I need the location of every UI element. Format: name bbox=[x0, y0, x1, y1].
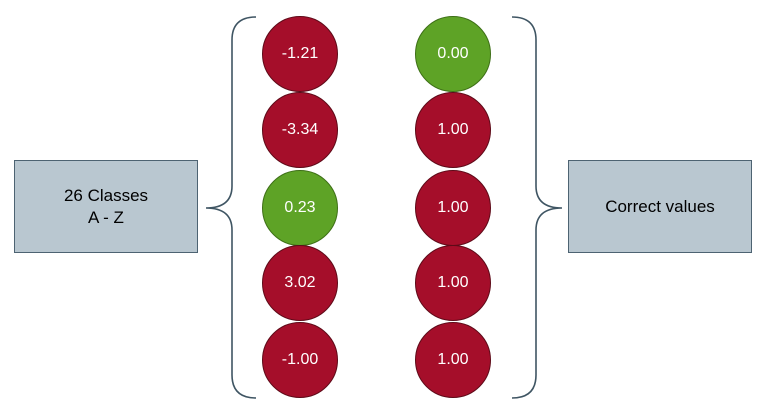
correct-value-label: 1.00 bbox=[437, 199, 469, 216]
predicted-value-circle: -1.21 bbox=[262, 16, 338, 92]
correct-value-circle: 1.00 bbox=[415, 322, 491, 398]
correct-value-circle: 1.00 bbox=[415, 245, 491, 321]
correct-value-label: 1.00 bbox=[437, 351, 469, 368]
predicted-value-circle: -1.00 bbox=[262, 322, 338, 398]
predicted-value-circle: 0.23 bbox=[262, 170, 338, 246]
classes-range-label: A - Z bbox=[88, 207, 124, 227]
predicted-value-circle: 3.02 bbox=[262, 245, 338, 321]
classes-count-label: 26 Classes bbox=[63, 185, 149, 205]
correct-value-circle: 1.00 bbox=[415, 92, 491, 168]
correct-value-circle: 0.00 bbox=[415, 16, 491, 92]
correct-value-label: 1.00 bbox=[437, 121, 469, 138]
predicted-value-label: 3.02 bbox=[284, 274, 316, 291]
predicted-value-label: 0.23 bbox=[284, 199, 316, 216]
predicted-value-label: -1.00 bbox=[281, 351, 319, 368]
classes-box: 26 Classes A - Z bbox=[14, 160, 198, 253]
correct-value-label: 0.00 bbox=[437, 45, 469, 62]
predicted-value-label: -3.34 bbox=[281, 121, 319, 138]
correct-value-circle: 1.00 bbox=[415, 170, 491, 246]
correct-values-label: Correct values bbox=[605, 196, 715, 216]
predicted-value-label: -1.21 bbox=[281, 45, 319, 62]
right-brace bbox=[511, 16, 563, 399]
predicted-value-circle: -3.34 bbox=[262, 92, 338, 168]
correct-values-box: Correct values bbox=[568, 160, 752, 253]
correct-value-label: 1.00 bbox=[437, 274, 469, 291]
left-brace bbox=[205, 16, 257, 399]
